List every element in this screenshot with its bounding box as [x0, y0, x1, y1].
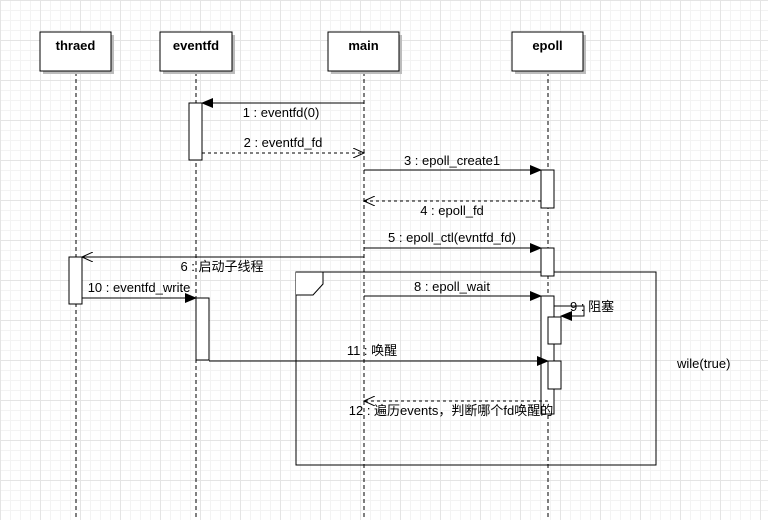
message-label: 8 : epoll_wait: [414, 279, 490, 294]
loop-condition: wile(true): [676, 356, 730, 371]
participant-label: thraed: [56, 38, 96, 53]
participant-label: main: [348, 38, 378, 53]
message-4[interactable]: 4 : epoll_fd: [364, 201, 541, 218]
activation-epoll-5: [547, 360, 562, 390]
activation-epoll-3: [540, 295, 555, 415]
activation-thraed: [68, 256, 83, 305]
participant-thraed[interactable]: thraed: [39, 31, 114, 74]
activation-eventfd-2: [195, 297, 210, 361]
message-label: 1 : eventfd(0): [243, 105, 320, 120]
message-11[interactable]: 11 : 唤醒: [209, 343, 549, 366]
activation-epoll-2: [540, 247, 555, 277]
message-2[interactable]: 2 : eventfd_fd: [202, 135, 364, 153]
activation-eventfd-1: [188, 102, 203, 161]
message-label: 3 : epoll_create1: [404, 153, 500, 168]
message-3[interactable]: 3 : epoll_create1: [364, 153, 542, 175]
participant-eventfd[interactable]: eventfd: [159, 31, 235, 74]
message-9-self[interactable]: 9 : 阻塞: [554, 299, 614, 321]
message-label: 9 : 阻塞: [570, 299, 614, 314]
activation-epoll-4: [547, 316, 562, 345]
message-1[interactable]: 1 : eventfd(0): [201, 98, 364, 120]
message-label: 12 : 遍历events，判断哪个fd唤醒的: [349, 403, 553, 418]
message-label: 4 : epoll_fd: [420, 203, 484, 218]
message-12[interactable]: 12 : 遍历events，判断哪个fd唤醒的: [349, 401, 553, 418]
participant-epoll[interactable]: epoll: [511, 31, 586, 74]
message-6[interactable]: 6 : 启动子线程: [82, 257, 364, 274]
activation-epoll-1: [540, 169, 555, 209]
loop-frame[interactable]: wile(true): [295, 271, 730, 466]
participant-label: epoll: [532, 38, 562, 53]
message-8[interactable]: 8 : epoll_wait: [364, 279, 542, 301]
participant-main[interactable]: main: [327, 31, 402, 74]
message-label: 10 : eventfd_write: [88, 280, 191, 295]
message-label: 11 : 唤醒: [347, 343, 397, 358]
message-5[interactable]: 5 : epoll_ctl(evntfd_fd): [364, 230, 542, 253]
message-label: 2 : eventfd_fd: [244, 135, 323, 150]
participant-label: eventfd: [173, 38, 219, 53]
message-10[interactable]: 10 : eventfd_write: [82, 280, 197, 303]
message-label: 6 : 启动子线程: [180, 259, 263, 274]
message-label: 5 : epoll_ctl(evntfd_fd): [388, 230, 516, 245]
